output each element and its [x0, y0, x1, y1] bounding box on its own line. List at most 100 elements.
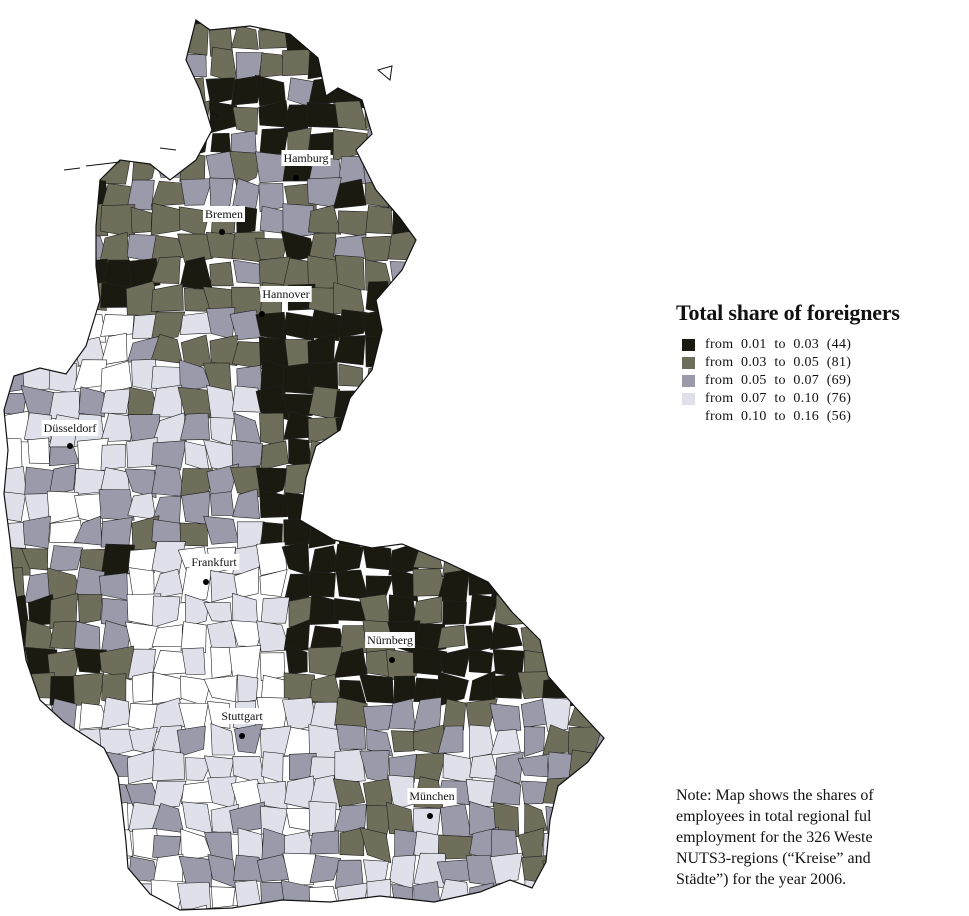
map-region	[495, 908, 518, 910]
map-region	[4, 52, 28, 80]
map-region	[99, 881, 135, 910]
map-region	[99, 150, 131, 185]
city-dot	[259, 311, 265, 317]
map-region	[334, 748, 366, 784]
map-region	[151, 672, 188, 705]
map-region	[523, 413, 550, 442]
legend-label: from 0.10 to 0.16 (56)	[705, 409, 852, 424]
map-region	[439, 490, 468, 520]
map-region	[567, 334, 596, 368]
map-region	[494, 234, 521, 263]
map-region	[385, 20, 419, 26]
map-region	[490, 729, 521, 756]
map-region	[540, 47, 571, 80]
map-region	[522, 101, 551, 135]
map-region	[547, 598, 573, 627]
map-region	[49, 749, 82, 783]
map-region	[4, 775, 32, 806]
map-region	[181, 647, 206, 675]
map-region	[567, 465, 598, 496]
map-region	[77, 593, 103, 625]
map-region	[49, 774, 79, 812]
map-region	[180, 781, 214, 805]
map-region	[467, 178, 492, 214]
map-region	[386, 463, 421, 495]
city-dot	[427, 813, 433, 819]
map-region	[597, 309, 604, 334]
map-region	[464, 156, 496, 185]
map-region	[308, 440, 342, 472]
map-region	[593, 618, 604, 654]
map-region	[567, 385, 600, 421]
map-region	[180, 621, 207, 653]
map-region	[593, 673, 604, 708]
map-region	[385, 495, 420, 518]
legend-item: from 0.03 to 0.05 (81)	[682, 354, 969, 372]
map-region	[468, 440, 496, 472]
map-region	[568, 781, 602, 811]
map-region	[364, 23, 392, 52]
map-region	[49, 545, 84, 572]
map-region	[412, 467, 442, 500]
map-region	[73, 314, 107, 343]
map-region	[542, 777, 577, 805]
map-region	[541, 697, 572, 732]
map-region	[203, 515, 239, 545]
map-region	[48, 229, 84, 261]
map-region	[361, 390, 395, 421]
city-label-bg	[189, 554, 240, 570]
map-region	[339, 625, 369, 655]
city-marker: Frankfurt	[189, 554, 240, 585]
map-region	[596, 488, 604, 526]
map-region	[519, 156, 545, 185]
map-region	[566, 100, 595, 132]
map-region	[210, 46, 238, 84]
map-region	[234, 723, 264, 754]
map-region	[489, 567, 524, 603]
map-region	[519, 229, 549, 265]
map-region	[412, 438, 445, 473]
map-region	[390, 730, 420, 753]
map-region	[393, 519, 422, 549]
map-region	[151, 440, 187, 471]
map-region	[593, 520, 604, 547]
map-region	[389, 105, 417, 133]
map-region	[520, 464, 550, 499]
city-dot	[293, 175, 299, 181]
map-region	[23, 336, 52, 368]
map-region	[412, 307, 443, 340]
city-marker: Nürnberg	[365, 632, 415, 663]
map-region	[522, 180, 550, 212]
map-region	[151, 49, 184, 83]
map-region	[126, 78, 156, 105]
city-dot	[67, 443, 73, 449]
legend-list: from 0.01 to 0.03 (44) from 0.03 to 0.05…	[682, 336, 969, 426]
map-region	[365, 575, 394, 597]
map-region	[541, 464, 576, 498]
map-region	[541, 418, 574, 442]
map-region	[150, 283, 184, 312]
map-region	[261, 751, 284, 784]
map-region	[438, 334, 471, 368]
map-region	[541, 207, 578, 239]
map-region	[339, 22, 369, 56]
city-marker: Bremen	[203, 206, 245, 235]
map-region	[77, 79, 107, 108]
map-region	[206, 307, 236, 340]
map-region	[411, 20, 441, 31]
map-region	[544, 489, 573, 521]
city-marker: Hannover	[259, 286, 312, 317]
map-region	[568, 855, 601, 889]
map-region	[365, 488, 393, 521]
map-region	[566, 181, 602, 209]
map-region	[232, 385, 262, 413]
map-region	[489, 703, 522, 732]
map-region	[209, 177, 234, 210]
map-region	[25, 805, 53, 838]
country-outline	[3, 18, 605, 911]
map-region	[492, 20, 525, 28]
map-region	[283, 462, 317, 498]
map-region	[231, 74, 261, 106]
map-region	[308, 472, 337, 491]
map-region	[260, 881, 286, 910]
